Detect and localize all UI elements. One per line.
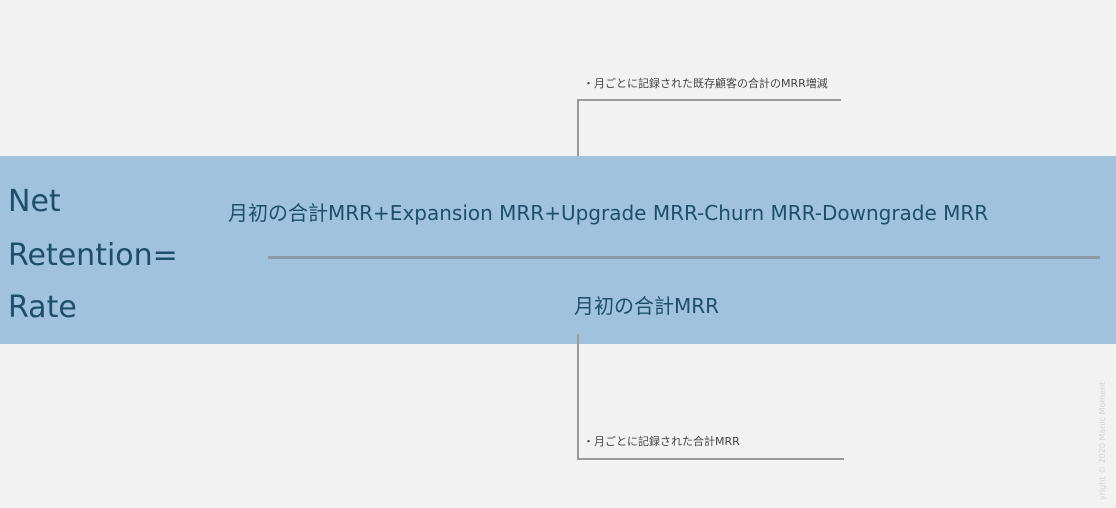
top-callout-horizontal-line bbox=[577, 99, 841, 101]
top-callout-vertical-line bbox=[577, 99, 579, 172]
metric-label-line1: Net bbox=[8, 184, 61, 219]
fraction-line bbox=[268, 256, 1100, 259]
metric-label-line3: Rate bbox=[8, 290, 77, 325]
metric-label-line2: Retention= bbox=[8, 238, 178, 273]
bottom-callout-horizontal-line bbox=[577, 458, 844, 460]
formula-numerator: 月初の合計MRR+Expansion MRR+Upgrade MRR-Churn… bbox=[228, 201, 989, 225]
formula-band bbox=[0, 156, 1116, 344]
bottom-callout-vertical-line bbox=[577, 334, 579, 460]
copyright-watermark: yright © 2020 Manic Moment bbox=[1098, 381, 1107, 500]
bottom-note: ・月ごとに記録された合計MRR bbox=[583, 435, 740, 448]
formula-denominator: 月初の合計MRR bbox=[574, 294, 720, 318]
top-note: ・月ごとに記録された既存顧客の合計のMRR増減 bbox=[583, 77, 828, 90]
